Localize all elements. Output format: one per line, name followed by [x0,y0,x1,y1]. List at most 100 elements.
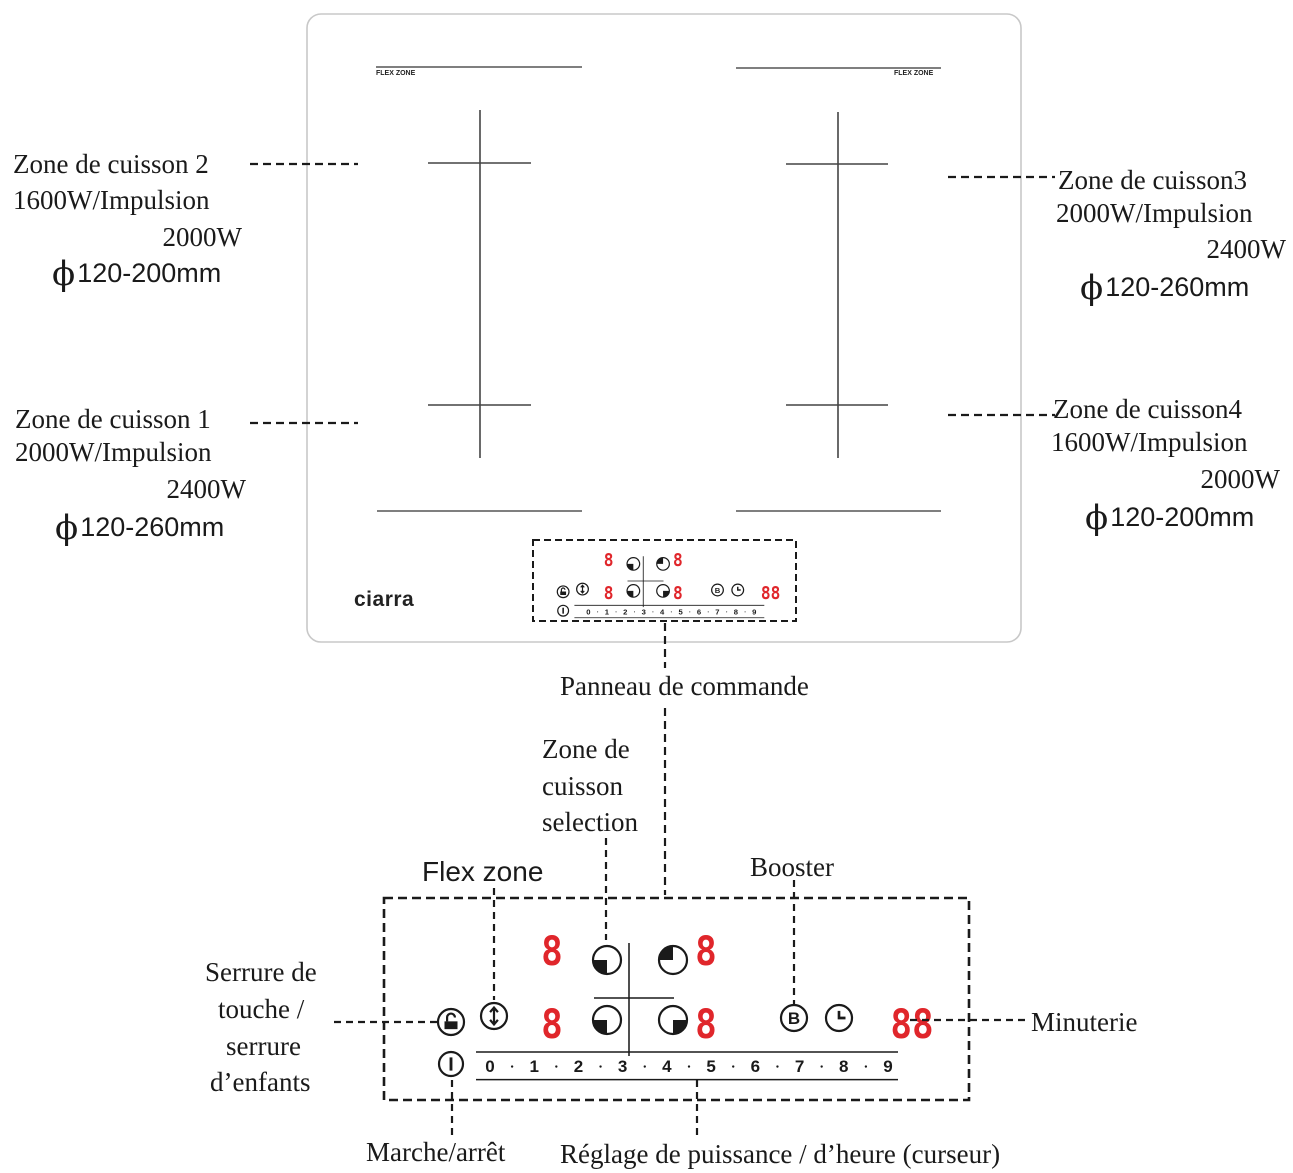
panel-box [382,896,971,1102]
panel-label: Panneau de commande [560,671,809,701]
flex-zone-callout: Flex zone [422,856,544,887]
slider-dot-6 [776,1065,779,1068]
display-front-right: 8 [673,583,683,604]
hob-outline [306,13,1022,643]
slider-dot-4 [670,611,672,613]
slider-step-3[interactable]: 3 [642,607,646,616]
timer-icon[interactable] [731,583,745,597]
display-rear-left: 8 [604,550,614,571]
zone3-boost: 2400W [1206,234,1286,264]
slider-step-0[interactable]: 0 [586,607,590,616]
zone4-diameter-value: 120-200mm [1110,502,1255,532]
zone-leaders [250,162,1055,425]
lock-line2: touche / [218,994,305,1024]
slider-step-4[interactable]: 4 [662,1057,672,1076]
timer-icon-hands [837,1010,846,1020]
zone-right-marks [786,112,888,458]
slider-dot-5 [732,1065,735,1068]
zone-front-right-icon[interactable] [656,584,670,598]
slider-dot-6 [707,611,709,613]
diameter-icon: ϕ [52,254,76,294]
flex-zone-icon-head-up [489,1005,499,1013]
slider-step-6[interactable]: 6 [751,1057,760,1076]
zone1-diameter-value: 120-260mm [80,512,225,542]
zone1-title: Zone de cuisson 1 [15,404,211,434]
slider-step-3[interactable]: 3 [618,1057,627,1076]
zone-rear-left-icon[interactable] [626,557,641,571]
flex-zone-icon[interactable] [576,582,589,596]
booster-callout: Booster [750,852,834,882]
display-timer: 88 [761,583,780,604]
slider-step-1[interactable]: 1 [605,607,610,616]
zone4-boost: 2000W [1200,464,1280,494]
slider-step-5[interactable]: 5 [678,607,683,616]
zone2-diameter-value: 120-200mm [77,258,222,288]
zone-front-left-icon[interactable] [626,584,641,598]
flex-zone-icon-head-down [580,590,585,594]
slider-step-2[interactable]: 2 [623,607,627,616]
slider-dot-5 [689,611,691,613]
display-timer: 88 [890,1001,933,1047]
zone-rear-right-icon-fill [656,557,664,564]
lock-icon[interactable] [556,585,570,599]
zone3-title: Zone de cuisson3 [1058,165,1247,195]
zone-front-right-icon-fill [673,1020,687,1034]
booster-icon[interactable]: B [711,583,724,597]
slider-step-2[interactable]: 2 [574,1057,583,1076]
timer-callout: Minuterie [1031,1007,1138,1037]
zone1-boost: 2400W [166,474,246,504]
booster-icon-ring [711,583,724,597]
slider-step-7[interactable]: 7 [715,607,719,616]
zone-front-left-icon[interactable] [591,1004,623,1036]
slider-step-7[interactable]: 7 [795,1057,804,1076]
slider-dot-8 [744,611,746,613]
slider-step-5[interactable]: 5 [706,1057,715,1076]
zone-rear-right-icon[interactable] [656,557,670,571]
slider-step-0[interactable]: 0 [485,1057,494,1076]
slider-dot-3 [652,611,654,613]
slider-dot-2 [599,1065,602,1068]
zone-rear-left-icon[interactable] [591,944,623,976]
power-slider: 0 1 2 3 4 5 6 7 8 9 [574,604,765,619]
zone-left-marks [428,110,531,458]
slider-step-8[interactable]: 8 [734,607,739,616]
lock-icon-body [444,1021,458,1030]
power-callout: Marche/arrêt [366,1137,506,1167]
slider-step-8[interactable]: 8 [839,1057,848,1076]
slider-step-1[interactable]: 1 [529,1057,538,1076]
slider-step-4[interactable]: 4 [660,607,665,616]
timer-icon[interactable] [824,1003,854,1033]
booster-icon[interactable]: B [779,1003,809,1033]
display-front-left: 8 [541,1001,563,1047]
slider-dot-1 [615,611,617,613]
zone2-diameter: ϕ120-200mm [52,256,221,291]
slider-step-9[interactable]: 9 [883,1057,892,1076]
lock-icon-shackle [446,1012,456,1022]
zone-rear-left-icon-fill [627,563,634,571]
display-front-right: 8 [695,1001,717,1047]
slider-dot-3 [643,1065,646,1068]
slider-step-9[interactable]: 9 [752,607,756,616]
zone-front-left-icon-fill [627,590,634,598]
zone3-diameter-value: 120-260mm [1105,272,1250,302]
power-icon[interactable] [437,1050,465,1078]
slider-dot-1 [555,1065,558,1068]
booster-icon-symbol: B [715,586,721,595]
zone-front-left-icon-fill [593,1020,607,1034]
zone3-diameter: ϕ120-260mm [1080,270,1249,305]
slider-step-6[interactable]: 6 [697,607,701,616]
power-icon[interactable] [557,604,570,617]
display-rear-right: 8 [673,550,683,571]
mini-panel-box [532,539,797,622]
lock-line4: d’enfants [210,1067,311,1097]
zone-rear-right-icon[interactable] [657,944,689,976]
slider-dot-0 [510,1065,514,1068]
flex-zone-icon[interactable] [479,1001,509,1031]
lock-icon[interactable] [436,1007,466,1037]
zone2-boost: 2000W [162,222,242,252]
zone-front-right-icon[interactable] [657,1004,689,1036]
zone4-title: Zone de cuisson4 [1053,394,1242,424]
display-front-left: 8 [604,583,614,604]
